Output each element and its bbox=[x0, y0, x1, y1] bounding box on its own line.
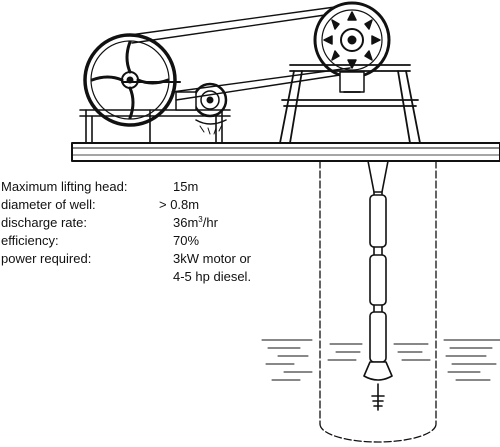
spec-row-discharge-rate: discharge rate: 36m3/hr bbox=[1, 214, 301, 232]
spec-label: efficiency: bbox=[1, 233, 59, 248]
drive-belt bbox=[129, 6, 351, 101]
spec-label: Maximum lifting head: bbox=[1, 179, 128, 194]
spec-row-power: power required: 3kW motor or bbox=[1, 250, 301, 268]
pulley-assembly bbox=[175, 82, 228, 135]
spec-row-efficiency: efficiency: 70% bbox=[1, 232, 301, 250]
spec-value: 15m bbox=[173, 179, 199, 194]
large-flywheel bbox=[83, 33, 181, 127]
spec-value-superscript: 3 bbox=[198, 215, 203, 224]
water-surface bbox=[261, 339, 500, 381]
spec-row-power-continued: 4-5 hp diesel. bbox=[1, 268, 301, 286]
pump-column bbox=[363, 160, 393, 411]
spec-value: 36m3/hr bbox=[173, 214, 218, 232]
spec-label: diameter of well: bbox=[1, 197, 96, 212]
base-platform bbox=[71, 142, 500, 162]
spec-value: > 0.8m bbox=[159, 197, 200, 212]
spec-label: power required: bbox=[1, 251, 92, 266]
spec-row-well-diameter: diameter of well: > 0.8m bbox=[1, 196, 301, 214]
spec-row-lifting-head: Maximum lifting head: 15m bbox=[1, 178, 301, 196]
spec-value-unit: /hr bbox=[202, 215, 218, 230]
spec-value: 3kW motor or bbox=[173, 251, 252, 266]
specifications-list: Maximum lifting head: 15m diameter of we… bbox=[1, 178, 301, 286]
spec-label: discharge rate: bbox=[1, 215, 87, 230]
well-shaft bbox=[319, 160, 437, 443]
spec-value-main: 36m bbox=[173, 215, 199, 230]
spec-value: 4-5 hp diesel. bbox=[173, 269, 252, 284]
pump-housing-frame bbox=[279, 64, 421, 144]
spec-value: 70% bbox=[173, 233, 200, 248]
